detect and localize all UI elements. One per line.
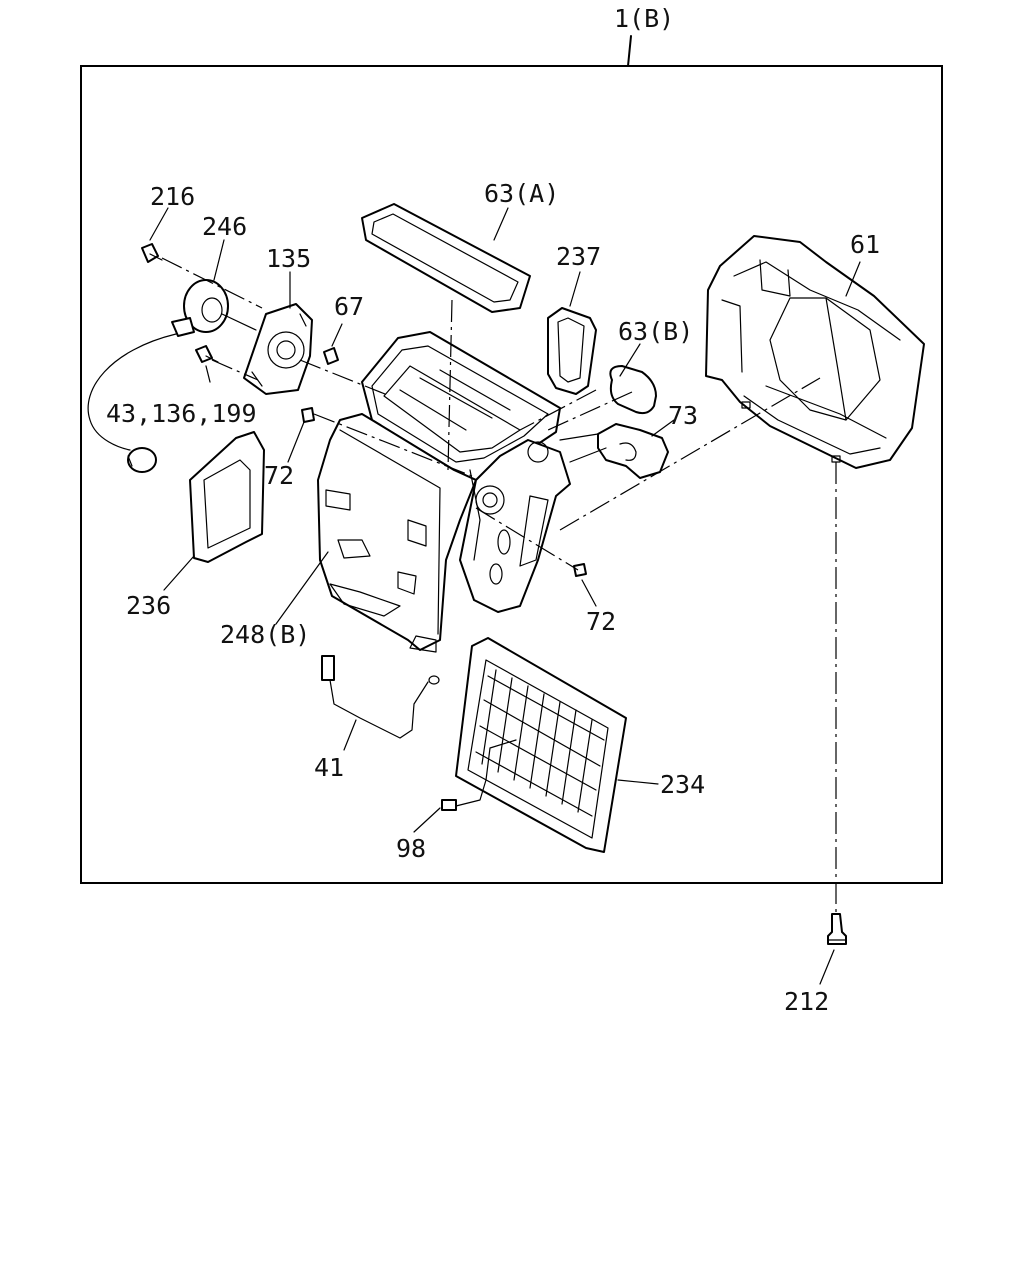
label-63b: 63(B) <box>618 317 693 346</box>
blower-case <box>317 331 571 653</box>
clip-72-right <box>573 563 587 577</box>
bolt-212 <box>827 913 847 945</box>
seal-63b <box>609 365 657 415</box>
label-73: 73 <box>668 401 698 430</box>
label-63a: 63(A) <box>484 179 559 208</box>
clip-72-left <box>301 407 315 423</box>
evaporator-234 <box>455 637 627 853</box>
thermistor-98 <box>441 739 517 811</box>
sensor-41 <box>321 655 440 739</box>
duct-236 <box>189 431 265 563</box>
label-135: 135 <box>266 244 311 273</box>
gasket-237 <box>547 307 597 395</box>
label-67: 67 <box>334 292 364 321</box>
screw-43 <box>195 345 219 363</box>
clip-67 <box>323 347 339 365</box>
gasket-63a <box>361 203 531 313</box>
label-237: 237 <box>556 242 601 271</box>
screw-216 <box>141 243 163 263</box>
label-212: 212 <box>784 987 829 1016</box>
label-41: 41 <box>314 753 344 782</box>
label-72-left: 72 <box>264 461 294 490</box>
assembly-frame <box>80 65 943 884</box>
label-43-136-199: 43,136,199 <box>106 399 257 428</box>
label-61: 61 <box>850 230 880 259</box>
fan-housing-135 <box>243 303 313 395</box>
label-248b: 248(B) <box>220 620 310 649</box>
label-234: 234 <box>660 770 705 799</box>
label-1b: 1(B) <box>614 4 674 33</box>
label-98: 98 <box>396 834 426 863</box>
cover-61 <box>705 235 925 469</box>
label-72-right: 72 <box>586 607 616 636</box>
label-236: 236 <box>126 591 171 620</box>
label-246: 246 <box>202 212 247 241</box>
label-216: 216 <box>150 182 195 211</box>
